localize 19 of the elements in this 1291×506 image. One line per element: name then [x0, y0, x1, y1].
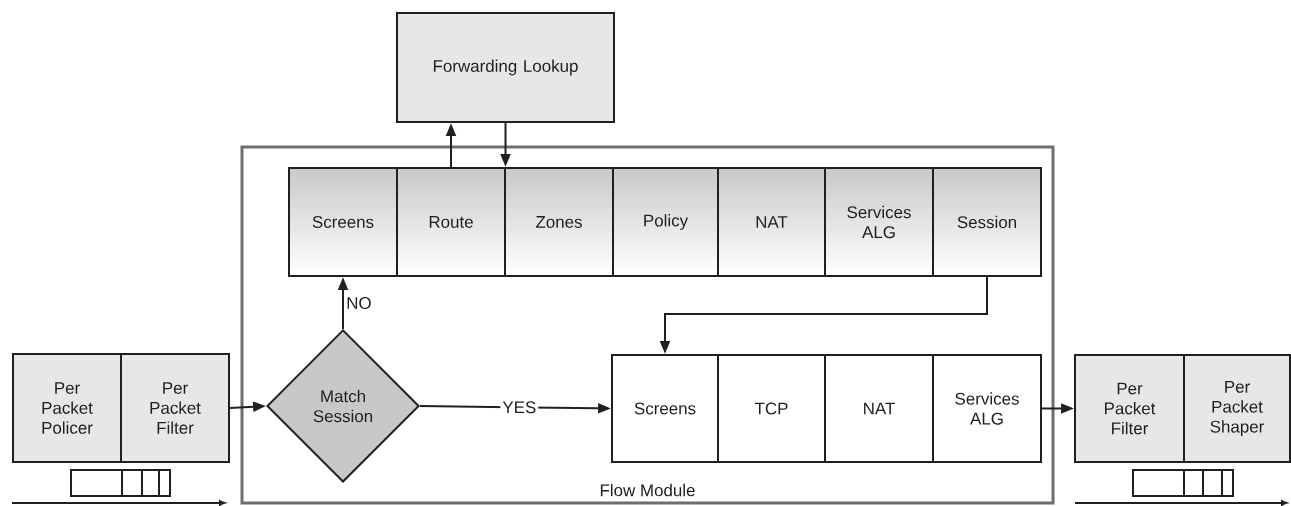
- edge-label: YES: [500, 399, 539, 416]
- process-box: Screens: [288, 167, 398, 277]
- process-box: Services ALG: [824, 167, 934, 277]
- process-box: Per Packet Shaper: [1183, 354, 1291, 463]
- process-box: Services ALG: [932, 354, 1042, 463]
- process-box: NAT: [717, 167, 826, 277]
- process-box: Per Packet Filter: [120, 353, 230, 463]
- node-label: Per Packet Shaper: [1210, 380, 1265, 436]
- process-box: Forwarding Lookup: [396, 12, 615, 123]
- process-box: Session: [932, 167, 1042, 277]
- process-box: Per Packet Filter: [1074, 354, 1185, 463]
- process-box: Screens: [611, 354, 719, 463]
- process-box: TCP: [717, 354, 826, 463]
- process-box: Route: [396, 167, 506, 277]
- process-box: Per Packet Policer: [12, 353, 122, 463]
- process-box: Policy: [612, 167, 719, 277]
- process-box: NAT: [824, 354, 934, 463]
- process-box: Zones: [504, 167, 614, 277]
- edge-label: NO: [347, 297, 371, 309]
